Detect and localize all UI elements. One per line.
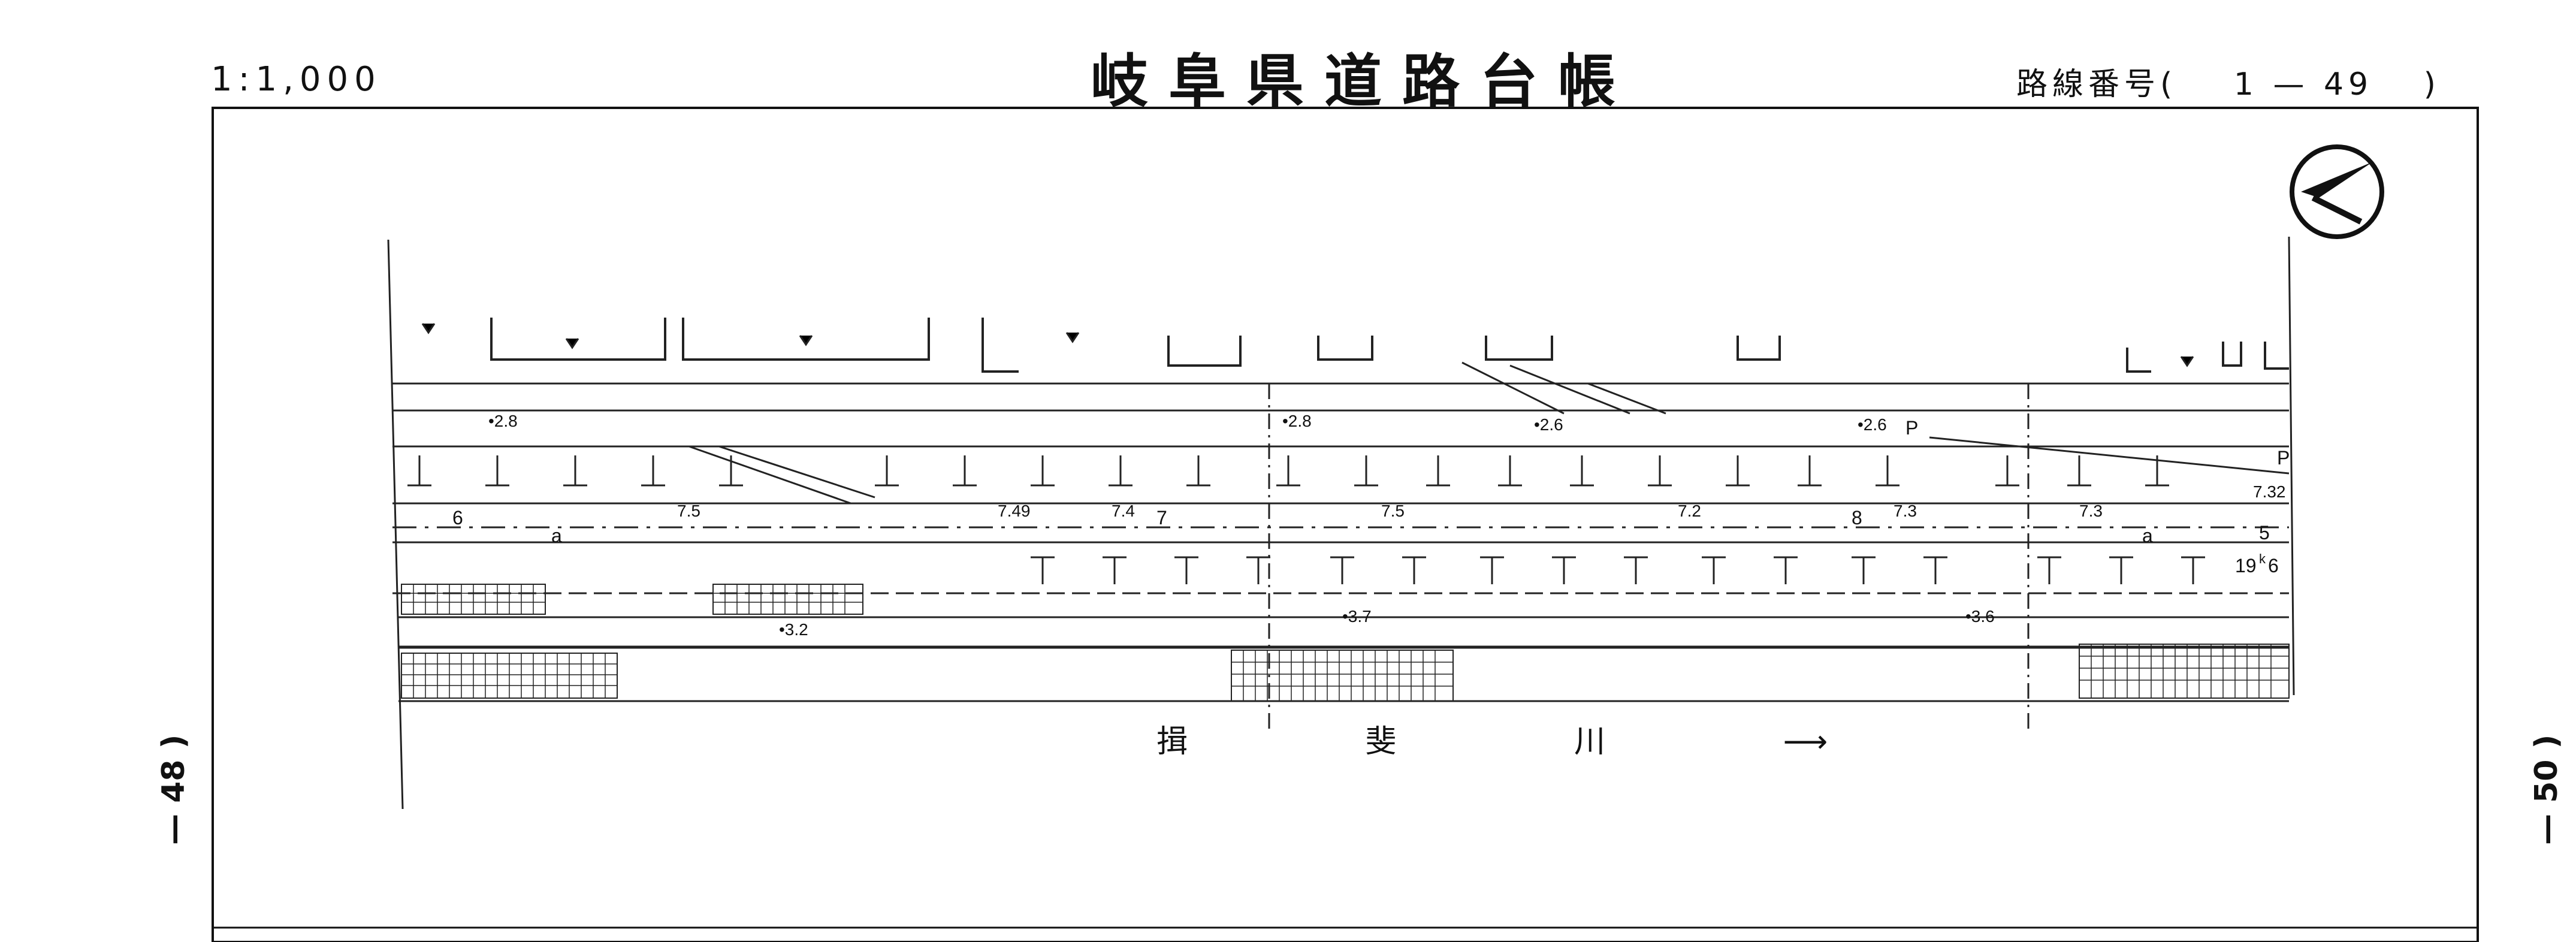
route-number: 路線番号( 1 — 49 ) <box>2016 59 2441 104</box>
slope-symbols <box>407 455 2205 584</box>
mark-p-right: P <box>2277 447 2290 469</box>
elev-7-5-b: 7.5 <box>1381 502 1405 520</box>
elev-3-6: •3.6 <box>1965 607 1995 626</box>
elev-7-3-b: 7.3 <box>2079 502 2103 520</box>
mark-8: 8 <box>1852 507 1862 529</box>
elev-2-6-a: •2.6 <box>1534 415 1563 434</box>
elev-7-2: 7.2 <box>1678 502 1701 520</box>
mark-p-left: P <box>1905 417 1918 439</box>
route-value: 1 — 49 <box>2233 67 2373 102</box>
mark-a-left: a <box>551 525 562 547</box>
north-arrow-icon <box>2290 144 2384 239</box>
hatched-blocks <box>401 584 2290 702</box>
river-label: 揖 斐 川 ⟶ <box>1156 724 1912 760</box>
road-mark-labels: 6 7 8 a a 19 6 5 P P k <box>452 417 2290 576</box>
adjacent-sheet-right: — 50 ) <box>2529 734 2565 845</box>
elev-2-8-b: •2.8 <box>1282 412 1312 430</box>
drawing-right-edge <box>2288 236 2295 696</box>
mark-5: 5 <box>2259 522 2270 544</box>
mark-6: 6 <box>452 507 463 529</box>
map-scale: 1:1,000 <box>211 60 382 99</box>
route-label: 路線番号( <box>2016 67 2178 102</box>
drawing-left-edge <box>387 239 404 810</box>
elev-7-3-a: 7.3 <box>1894 502 1917 520</box>
page-title: 岐阜県道路台帳 <box>1091 48 1636 115</box>
mark-19: 19 <box>2235 555 2257 576</box>
vegetation-marks <box>421 323 2194 367</box>
elev-7-32: 7.32 <box>2253 482 2286 501</box>
route-close: ) <box>2423 67 2441 102</box>
elevation-labels: •2.8 •2.8 •2.6 •2.6 •3.2 •3.7 •3.6 7.5 7… <box>488 412 2286 639</box>
road-lines <box>392 361 2290 702</box>
mark-k: k <box>2259 551 2266 566</box>
elev-7-5-a: 7.5 <box>677 502 700 520</box>
mark-a-right: a <box>2142 525 2153 547</box>
elev-7-49: 7.49 <box>998 502 1031 520</box>
adjacent-sheet-left: — 48 ) <box>156 734 192 845</box>
mark-6-right: 6 <box>2268 555 2279 576</box>
elev-2-8-a: •2.8 <box>488 412 518 430</box>
elev-3-2: •3.2 <box>779 620 808 639</box>
survey-centerlines <box>1268 384 2030 734</box>
elev-3-7: •3.7 <box>1342 607 1372 626</box>
grid-fill <box>401 584 2289 701</box>
map-frame <box>212 107 2479 942</box>
elev-2-6-b: •2.6 <box>1858 415 1887 434</box>
elev-7-4: 7.4 <box>1112 502 1135 520</box>
building-outlines <box>490 318 2289 373</box>
mark-7: 7 <box>1156 507 1167 529</box>
